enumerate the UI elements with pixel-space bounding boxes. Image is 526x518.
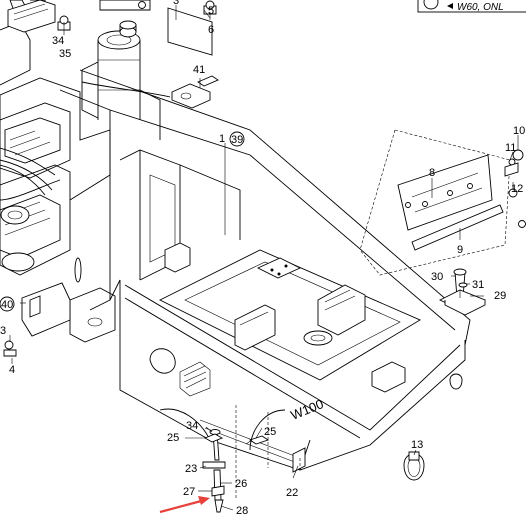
callout-34: 34 [52, 35, 64, 47]
callout-39-circle [229, 131, 245, 147]
callout-29: 29 [494, 290, 506, 302]
callout-23: 23 [185, 463, 197, 475]
leader-lines [9, 5, 519, 511]
callout-3: 3 [173, 0, 179, 7]
callout-1: 1 [219, 133, 225, 145]
callout-8: 8 [429, 167, 435, 179]
callout-26: 26 [235, 478, 247, 490]
bottom-parts [202, 405, 306, 513]
main-frame [59, 69, 471, 471]
callout-10: 10 [513, 125, 525, 137]
frame-marking: W100 [289, 396, 326, 423]
callout-30: 30 [431, 271, 443, 283]
note-text: W60, ONL [457, 2, 504, 13]
callout-28: 28 [236, 505, 248, 517]
callout-9: 9 [457, 244, 463, 256]
callout-12: 12 [511, 183, 523, 195]
callout-4: 4 [9, 364, 15, 376]
steering-column [81, 20, 161, 140]
callout-41: 41 [193, 64, 205, 76]
callout-6: 6 [208, 24, 214, 36]
callout-27: 27 [183, 486, 195, 498]
callout-40-circle [0, 296, 15, 312]
callout-5: 5 [208, 5, 214, 17]
callout-34-bottom: 34 [186, 420, 198, 432]
red-arrow-icon [159, 496, 210, 514]
callout-11: 11 [505, 142, 516, 154]
note-box: W60, ONL [417, 0, 526, 13]
upper-hardware [7, 0, 219, 109]
callout-35: 35 [59, 48, 71, 60]
callout-40: 40 [1, 299, 13, 311]
callout-22: 22 [286, 487, 298, 499]
callout-13: 13 [411, 439, 423, 451]
callout-31: 31 [472, 279, 484, 291]
left-small-parts [0, 81, 171, 357]
right-side-parts [359, 129, 526, 481]
callout-3-left: 3 [0, 325, 6, 337]
callout-25-left: 25 [167, 432, 179, 444]
callout-25-right: 25 [264, 426, 276, 438]
callout-39: 39 [231, 134, 243, 146]
